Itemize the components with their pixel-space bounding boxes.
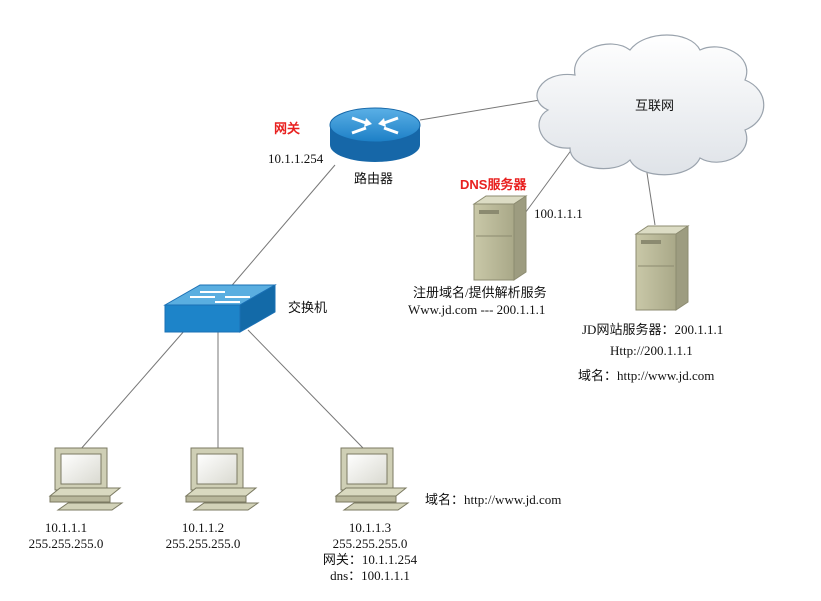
pc2-info: 10.1.1.2 255.255.255.0 [166,520,241,552]
internet-name: 互联网 [635,98,675,113]
jd-server-url: Http://200.1.1.1 [610,343,693,358]
jd-server-domain: 域名：http://www.jd.com [578,368,715,383]
pc1-icon [48,447,124,511]
link-switch-pc1 [79,329,186,451]
pc3-info: 10.1.1.3 255.255.255.0 网关：10.1.1.254 dns… [323,520,417,584]
pc1-ip: 10.1.1.1 [44,520,88,535]
switch-name: 交换机 [288,300,328,315]
pc3-mask: 255.255.255.0 [332,536,408,551]
pc1-mask: 255.255.255.0 [28,536,104,551]
pc3-ip: 10.1.1.3 [348,520,392,535]
jd-server-icon [634,225,690,311]
connections [79,99,656,451]
link-switch-pc3 [247,329,364,449]
router-ip: 10.1.1.254 [268,151,324,166]
pc3-dns: dns：100.1.1.1 [330,568,410,583]
link-router-switch [227,164,336,291]
switch-icon [163,284,277,333]
dns-title: DNS服务器 [460,177,527,192]
pc2-mask: 255.255.255.0 [165,536,241,551]
pc3-domain: 域名：http://www.jd.com [425,492,562,507]
internet-cloud-icon [536,34,765,176]
gateway-label: 网关 [274,121,301,136]
link-dns-internet [519,144,576,221]
router-icon [329,107,421,162]
jd-server-name: JD网站服务器：200.1.1.1 [582,322,724,337]
router-name: 路由器 [354,171,394,186]
dns-record: Www.jd.com --- 200.1.1.1 [408,302,546,317]
pc1-info: 10.1.1.1 255.255.255.0 [29,520,104,552]
pc2-icon [184,447,260,511]
link-router-internet [419,99,541,121]
dns-server-icon [472,195,528,281]
dns-ip: 100.1.1.1 [534,206,583,221]
dns-desc: 注册域名/提供解析服务 [413,285,547,300]
pc2-ip: 10.1.1.2 [181,520,225,535]
pc3-gateway: 网关：10.1.1.254 [322,552,418,567]
pc3-icon [334,447,410,511]
